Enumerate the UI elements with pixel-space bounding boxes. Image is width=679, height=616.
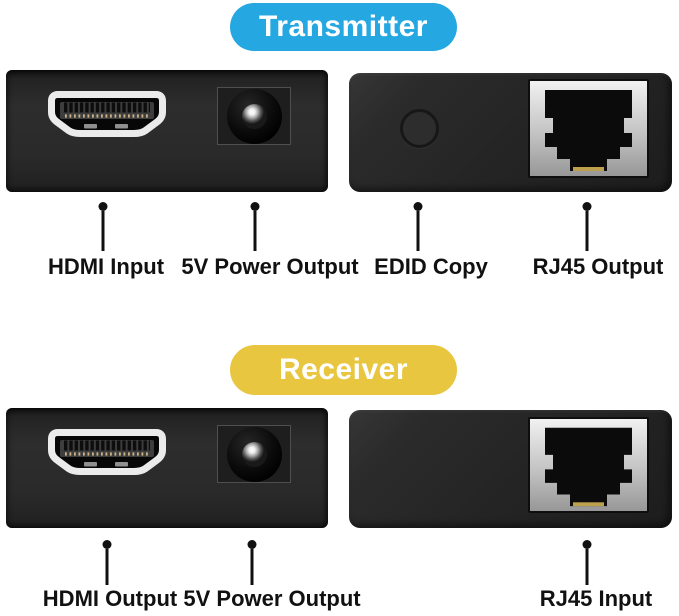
dc-jack-pin: [241, 103, 267, 129]
callout-leader-5v-power-bottom: [247, 540, 257, 585]
callout-line: [585, 211, 589, 251]
callout-dot: [98, 202, 108, 211]
transmitter-front-panel: [6, 70, 328, 192]
callout-line: [253, 211, 257, 251]
rj45-port-icon: [528, 79, 649, 178]
callout-line: [416, 211, 420, 251]
transmitter-badge: Transmitter: [230, 3, 457, 51]
edid-copy-button-icon: [400, 109, 439, 148]
callout-dot: [250, 202, 260, 211]
dc-jack-barrel: [226, 88, 282, 144]
label-hdmi-input: HDMI Input: [47, 254, 165, 279]
callout-dot: [102, 540, 112, 549]
dc-power-jack-icon: [217, 87, 291, 145]
label-5v-power-output-bottom: 5V Power Output: [183, 586, 361, 611]
callout-leader-5v-power-top: [250, 202, 260, 251]
label-hdmi-output: HDMI Output: [42, 586, 178, 611]
callout-leader-edid-copy: [413, 202, 423, 251]
callout-line: [250, 549, 254, 585]
callout-dot: [582, 540, 592, 549]
label-5v-power-output-top: 5V Power Output: [181, 254, 359, 279]
callout-line: [585, 549, 589, 585]
dc-power-jack-icon: [217, 425, 291, 483]
callout-leader-hdmi-input: [98, 202, 108, 251]
receiver-front-panel: [6, 408, 328, 528]
dc-jack-pin: [241, 441, 267, 467]
label-rj45-output: RJ45 Output: [532, 254, 664, 279]
callout-line: [105, 549, 109, 585]
callout-dot: [582, 202, 592, 211]
label-edid-copy: EDID Copy: [374, 254, 488, 279]
callout-leader-rj45-input: [582, 540, 592, 585]
transmitter-side-panel: [349, 73, 672, 192]
hdmi-port-icon: [48, 429, 166, 475]
receiver-side-panel: [349, 410, 672, 528]
hdmi-port-icon: [48, 91, 166, 137]
dc-jack-barrel: [226, 426, 282, 482]
callout-dot: [247, 540, 257, 549]
callout-dot: [413, 202, 423, 211]
rj45-port-icon: [528, 417, 649, 513]
receiver-badge: Receiver: [230, 345, 457, 395]
callout-leader-hdmi-output: [102, 540, 112, 585]
callout-leader-rj45-output: [582, 202, 592, 251]
callout-line: [101, 211, 105, 251]
label-rj45-input: RJ45 Input: [539, 586, 653, 611]
